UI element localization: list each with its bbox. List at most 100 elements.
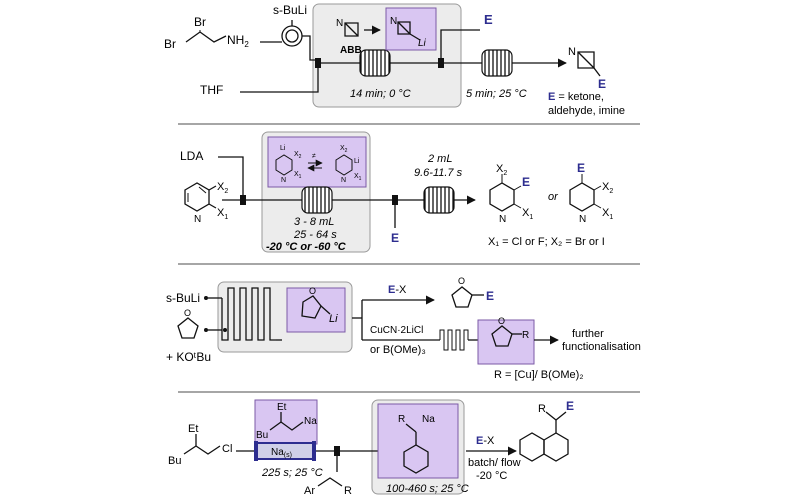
- reactor-coil-1: [359, 49, 391, 77]
- abb-li-n: N: [390, 16, 397, 27]
- ex-label: E-X: [388, 284, 407, 296]
- reaction-mode: batch/ flow: [468, 457, 521, 469]
- further-label: further: [572, 328, 604, 340]
- pyridine-sm: X2 X1 N: [184, 181, 228, 225]
- svg-text:N: N: [499, 214, 506, 225]
- chip-reactor: [221, 287, 276, 341]
- borate-reagent: or B(OMe)₃: [370, 344, 426, 356]
- svg-text:X1: X1: [294, 171, 302, 180]
- dibromopropylamine-skeleton: [185, 31, 227, 43]
- svg-text:N: N: [281, 177, 286, 184]
- sodium-cartridge-label: Na(s): [271, 447, 292, 459]
- thf-structure: O: [177, 308, 199, 339]
- ex-label-2: E-X: [476, 435, 495, 447]
- s-buli-label: s-BuLi: [273, 3, 307, 17]
- svg-text:Et: Et: [277, 402, 287, 413]
- sm-bu: Bu: [168, 455, 181, 467]
- svg-text:E: E: [522, 175, 530, 189]
- reactor-coil-2: [481, 49, 513, 77]
- benzyl-conditions: 100-460 s; 25 °C: [386, 483, 469, 495]
- functionalised-thf-highlight: [477, 319, 535, 365]
- functionalised-r: R: [522, 330, 529, 341]
- equilibrium-symbol: ≠: [312, 153, 316, 160]
- product-pyridine-a: X2 E X1 N: [489, 163, 533, 225]
- svg-text:X2: X2: [602, 181, 613, 195]
- svg-text:Li: Li: [280, 145, 286, 152]
- mini-serpentine: [439, 329, 469, 351]
- svg-text:Li: Li: [354, 158, 360, 165]
- svg-text:O: O: [498, 316, 505, 326]
- cucn-reagent: CuCN·2LiCl: [370, 325, 423, 336]
- preloop-coil: [281, 25, 303, 47]
- svg-text:N: N: [341, 177, 346, 184]
- coil1-conditions: 14 min; 0 °C: [350, 88, 411, 100]
- abb-li-li: Li: [418, 38, 427, 49]
- svg-text:R: R: [398, 414, 405, 425]
- scheme-3: s-BuLi O + KOᵗBu O Li E-X O E: [166, 276, 641, 381]
- or-label: or: [548, 191, 559, 203]
- product-pyridine-b: E X2 X1 N: [569, 161, 613, 225]
- lithio-pyridine-b: X2 Li X1 N: [335, 145, 362, 184]
- svg-text:X1: X1: [522, 207, 533, 221]
- coil2-conditions: 5 min; 25 °C: [466, 88, 527, 100]
- scheme-4: Et Bu Cl Et Bu Na Na(s) 225 s; 25 °C Ar …: [168, 399, 574, 497]
- svg-text:N: N: [579, 214, 586, 225]
- sm-br-left: Br: [164, 37, 176, 51]
- abb-label: ABB: [340, 45, 362, 56]
- svg-text:Na: Na: [422, 414, 435, 425]
- substituent-legend: X₁ = Cl or F; X₂ = Br or I: [488, 236, 605, 248]
- reactor1-temperature: -20 °C or -60 °C: [266, 241, 347, 253]
- mixer-1: [315, 58, 321, 68]
- svg-text:O: O: [184, 308, 191, 318]
- s-buli-label-2: s-BuLi: [166, 291, 200, 305]
- svg-text:X1: X1: [602, 207, 613, 221]
- product1-e: E: [598, 77, 606, 91]
- mixer-5: [334, 446, 340, 456]
- reactor-coil-3: [301, 186, 333, 214]
- reactor2-time: 9.6-11.7 s: [414, 167, 463, 179]
- svg-text:X2: X2: [340, 145, 348, 154]
- sm-x1: X1: [217, 207, 228, 221]
- product-thf-e: O E: [451, 276, 494, 308]
- svg-text:E: E: [486, 289, 494, 303]
- svg-text:O: O: [458, 276, 465, 286]
- abb-li-highlight: [385, 7, 437, 51]
- electrophile-note: E = ketone,: [548, 91, 604, 103]
- svg-text:E: E: [566, 399, 574, 413]
- benzylsodium-highlight: [377, 403, 459, 479]
- scheme-1: Br Br NH2 s-BuLi THF 14 min; 0 °C N ABB: [164, 3, 625, 117]
- naphthalene-product: R E: [519, 399, 574, 462]
- mixer-4: [392, 195, 398, 205]
- chloride-sm-skeleton: [183, 445, 221, 455]
- sm-cl: Cl: [222, 443, 232, 455]
- product1-n: N: [568, 46, 576, 58]
- svg-text:Bu: Bu: [256, 430, 268, 441]
- mixer-3: [240, 195, 246, 205]
- svg-text:X2: X2: [294, 151, 302, 160]
- reaction-temperature: -20 °C: [476, 470, 507, 482]
- product-azabicyclobutane: N E: [568, 46, 606, 91]
- svg-text:R: R: [538, 403, 546, 415]
- sm-x2: X2: [217, 181, 228, 195]
- alkene-r: R: [344, 485, 352, 497]
- abb-n: N: [336, 18, 343, 29]
- alkene-input-structure: [317, 477, 343, 487]
- alkene-ar: Ar: [304, 485, 315, 497]
- reactor1-volume: 3 - 8 mL: [294, 216, 334, 228]
- sm-et: Et: [188, 423, 198, 435]
- lithio-thf-li: Li: [329, 313, 338, 325]
- svg-text:X1: X1: [354, 173, 362, 182]
- reactor-coil-4: [423, 186, 455, 214]
- reactor2-volume: 2 mL: [427, 153, 452, 165]
- kotbu-label: + KOᵗBu: [166, 350, 211, 364]
- svg-text:O: O: [309, 286, 316, 296]
- electrophile-input: E: [484, 12, 493, 27]
- reactor1-time: 25 - 64 s: [293, 229, 337, 241]
- lda-label: LDA: [180, 149, 203, 163]
- lithio-pyridine-a: Li X2 X1 N: [275, 145, 302, 184]
- sm-br-top: Br: [194, 15, 206, 29]
- sm-n: N: [194, 214, 201, 225]
- abb-structure: N ABB: [336, 18, 362, 56]
- svg-text:X2: X2: [496, 163, 507, 177]
